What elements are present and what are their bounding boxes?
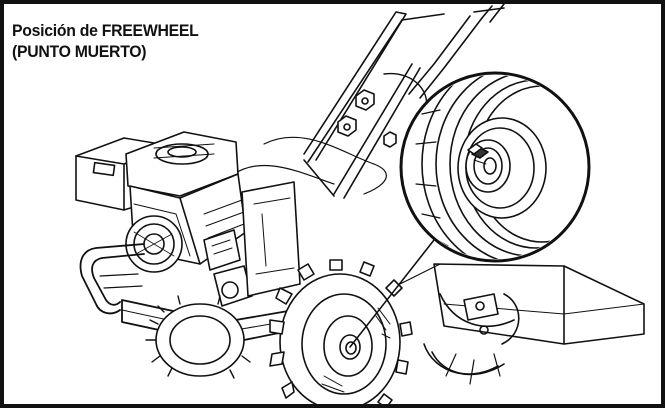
engine: [75, 131, 301, 307]
detail-magnifier: [399, 71, 591, 263]
figure-title: Posición de FREEWHEEL (PUNTO MUERTO): [12, 20, 199, 62]
title-line-2: (PUNTO MUERTO): [12, 42, 147, 61]
left-wheel: [145, 295, 251, 379]
tine-assembly: [399, 263, 645, 385]
callout-leader: [349, 239, 435, 348]
title-line-1: Posición de FREEWHEEL: [12, 21, 199, 40]
tiller-illustration: [75, 4, 645, 404]
right-wheel: [269, 259, 413, 404]
